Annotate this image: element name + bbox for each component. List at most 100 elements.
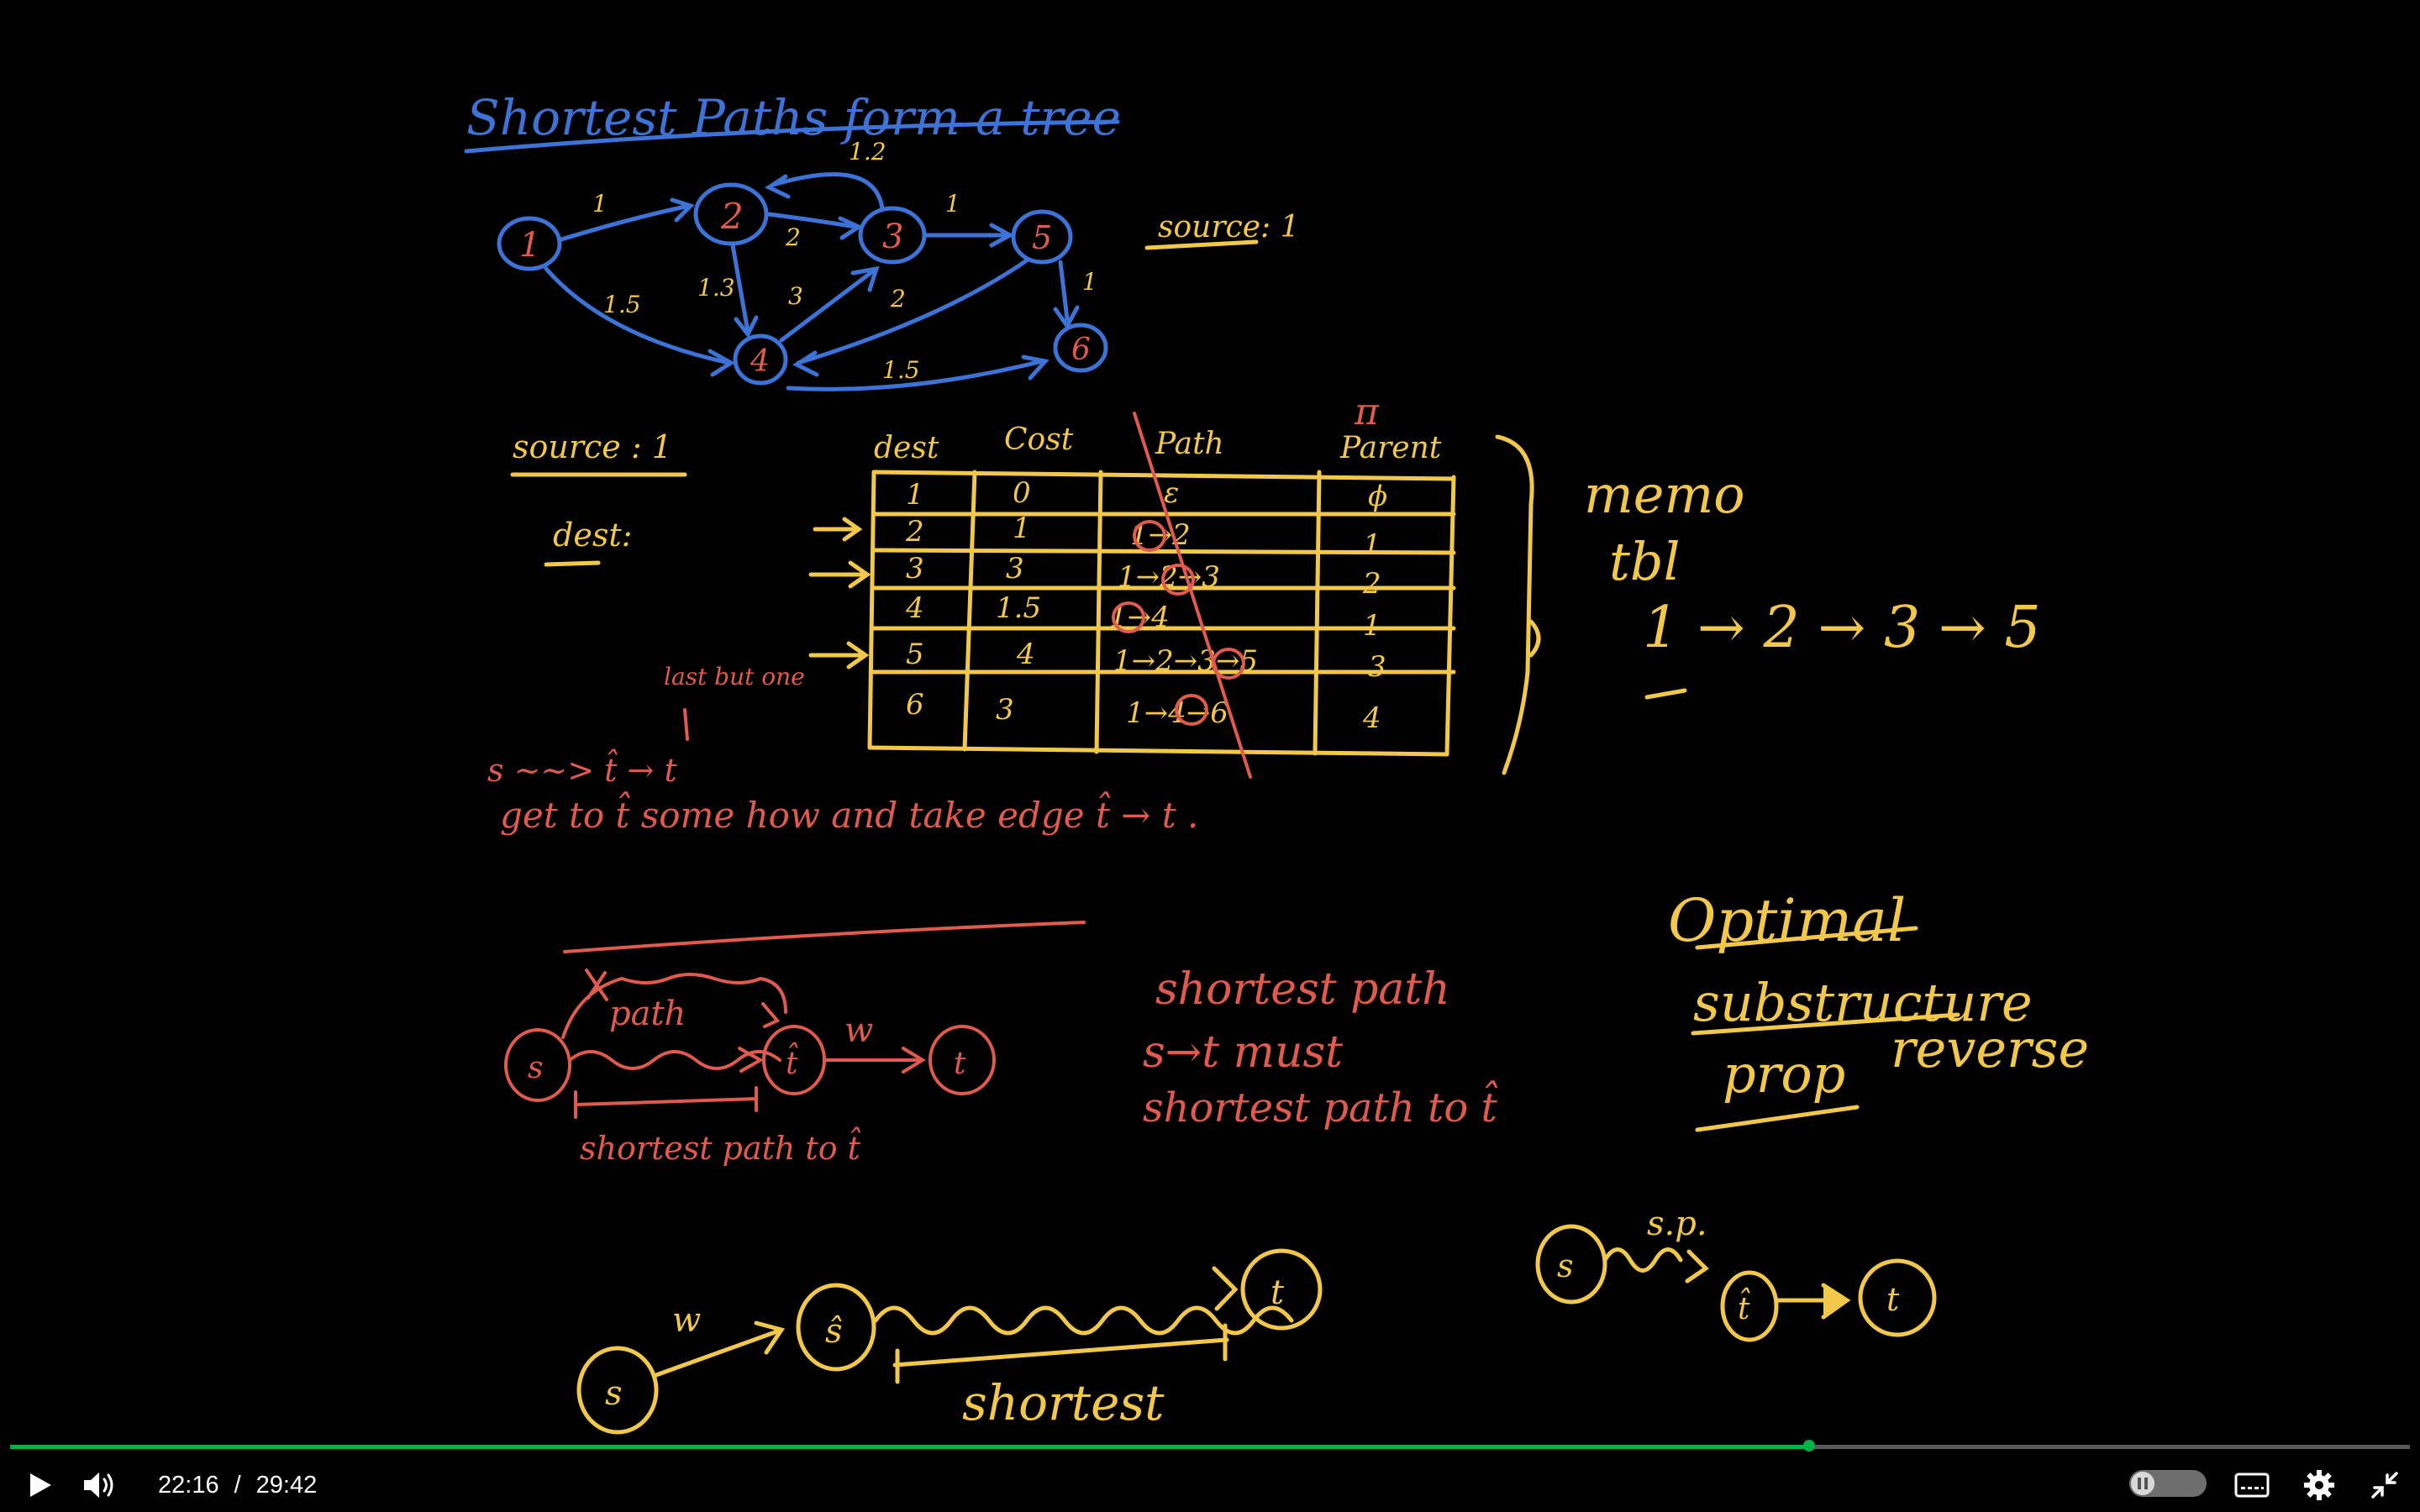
gear-icon	[2304, 1470, 2334, 1500]
svg-text:1.2: 1.2	[849, 138, 886, 165]
collapse-icon	[2371, 1472, 2398, 1499]
svg-text:4: 4	[1362, 701, 1381, 735]
captions-button[interactable]	[2228, 1462, 2275, 1509]
memo-table-headers: dest Cost Path Parent	[874, 423, 1442, 465]
volume-icon	[84, 1473, 113, 1498]
svg-text:1: 1	[592, 190, 608, 218]
graph-node-5: 5	[1011, 209, 1073, 265]
source-label-left: source : 1	[513, 428, 672, 465]
svg-text:3: 3	[882, 218, 903, 256]
svg-text:2: 2	[785, 223, 801, 251]
row-arrows	[808, 517, 871, 669]
svg-text:3: 3	[1006, 552, 1024, 585]
time-display: 22:16 / 29:42	[158, 1468, 317, 1502]
svg-text:5: 5	[1032, 219, 1052, 256]
svg-text:2: 2	[890, 285, 906, 312]
path-word: path	[609, 995, 686, 1033]
svg-text:1.5: 1.5	[603, 291, 641, 318]
bottom-w-label: w	[672, 1301, 701, 1340]
col-header-path: Path	[1155, 427, 1224, 461]
svg-text:1: 1	[519, 226, 540, 265]
svg-text:t: t	[1886, 1281, 1900, 1318]
shortest-path-to-label: shortest path to t̂	[580, 1127, 861, 1167]
section-divider	[563, 921, 1086, 953]
playback-toggle[interactable]	[2129, 1470, 2207, 1497]
svg-text:1: 1	[906, 478, 924, 512]
last-but-one-note: last but one	[664, 663, 805, 690]
title-underline	[464, 119, 1120, 154]
board-title: Shortest Paths form a tree	[466, 89, 1121, 146]
memo-table-grid	[867, 470, 1456, 757]
get-to-note: get to t̂ some how and take edge t̂ → t …	[500, 790, 1198, 836]
col-header-dest: dest	[874, 431, 939, 465]
current-time: 22:16	[158, 1472, 219, 1499]
play-button[interactable]	[17, 1462, 64, 1509]
svg-text:s: s	[605, 1374, 623, 1413]
time-separator: /	[234, 1472, 241, 1499]
col-header-cost: Cost	[1004, 423, 1074, 457]
svg-text:4: 4	[905, 591, 924, 625]
scrubber-handle[interactable]	[1803, 1440, 1816, 1452]
svg-text:4: 4	[750, 344, 770, 379]
graph-node-1: 1	[497, 216, 562, 271]
svg-text:t̂: t̂	[786, 1042, 799, 1081]
svg-text:s: s	[1557, 1247, 1574, 1284]
svg-text:3: 3	[788, 282, 803, 310]
svg-text:6: 6	[906, 688, 924, 722]
graph-node-2: 2	[693, 182, 769, 246]
svg-text:0: 0	[1013, 476, 1031, 510]
svg-text:1: 1	[1013, 512, 1031, 545]
red-w-label: w	[844, 1011, 873, 1050]
dest-label: dest:	[553, 517, 632, 554]
progress-bar[interactable]	[10, 1440, 2410, 1452]
note-line-2: s→t must	[1143, 1027, 1343, 1078]
pause-icon	[2131, 1472, 2154, 1495]
svg-text:4: 4	[1016, 638, 1035, 671]
path-column-slash	[1133, 412, 1252, 779]
play-icon	[30, 1473, 51, 1497]
duration: 29:42	[255, 1472, 318, 1499]
svg-text:1.5: 1.5	[882, 356, 920, 384]
red-path-diagram: s path t̂ w t shortest path to t̂	[504, 969, 996, 1167]
note-line-1: shortest path	[1155, 964, 1450, 1015]
volume-button[interactable]	[77, 1462, 124, 1509]
svg-text:3: 3	[996, 693, 1014, 727]
svg-text:2: 2	[1362, 567, 1381, 601]
svg-text:1.3: 1.3	[697, 274, 735, 302]
optimal-label: Optimal	[1668, 886, 1906, 955]
svg-text:6: 6	[1071, 333, 1091, 367]
graph-node-4: 4	[733, 333, 788, 386]
svg-text:1→2→3: 1→2→3	[1118, 560, 1220, 594]
exit-fullscreen-button[interactable]	[2361, 1462, 2408, 1509]
svg-text:ϕ: ϕ	[1368, 480, 1387, 513]
captions-icon	[2234, 1473, 2270, 1498]
curly-brace	[1495, 434, 1541, 775]
played-bar	[10, 1445, 1810, 1449]
svg-text:1.5: 1.5	[996, 591, 1041, 625]
graph-edges	[544, 172, 1080, 391]
svg-text:1→2→3→5: 1→2→3→5	[1113, 644, 1258, 678]
svg-text:t̂: t̂	[1738, 1288, 1751, 1326]
prop-label: prop	[1723, 1043, 1845, 1105]
chain-label: s ~~> t̂ → t	[487, 749, 677, 789]
bottom-path-diagram: s w ŝ t shortest	[576, 1248, 1323, 1435]
path-sequence: 1 → 2 → 3 → 5	[1643, 595, 2041, 661]
graph-node-6: 6	[1053, 323, 1108, 373]
svg-text:1: 1	[1363, 528, 1381, 562]
tbl-label: tbl	[1609, 531, 1680, 592]
svg-text:t: t	[1270, 1273, 1285, 1312]
table-row: 1 0 ε ϕ	[906, 476, 1387, 513]
svg-text:2: 2	[720, 196, 744, 237]
svg-text:2: 2	[905, 515, 924, 549]
source-label-right: source: 1	[1158, 210, 1300, 244]
svg-text:t: t	[954, 1047, 966, 1081]
svg-text:ŝ: ŝ	[825, 1312, 843, 1351]
settings-button[interactable]	[2296, 1462, 2343, 1509]
svg-text:1: 1	[945, 190, 960, 218]
svg-text:5: 5	[906, 638, 924, 671]
edge-weight-labels: 1 1.2 2 1 1.5 1.3 3 2 1 1.5	[592, 138, 1097, 384]
svg-text:3: 3	[1368, 650, 1386, 684]
svg-text:3: 3	[906, 552, 924, 585]
bottom-shortest-label: shortest	[962, 1374, 1165, 1431]
